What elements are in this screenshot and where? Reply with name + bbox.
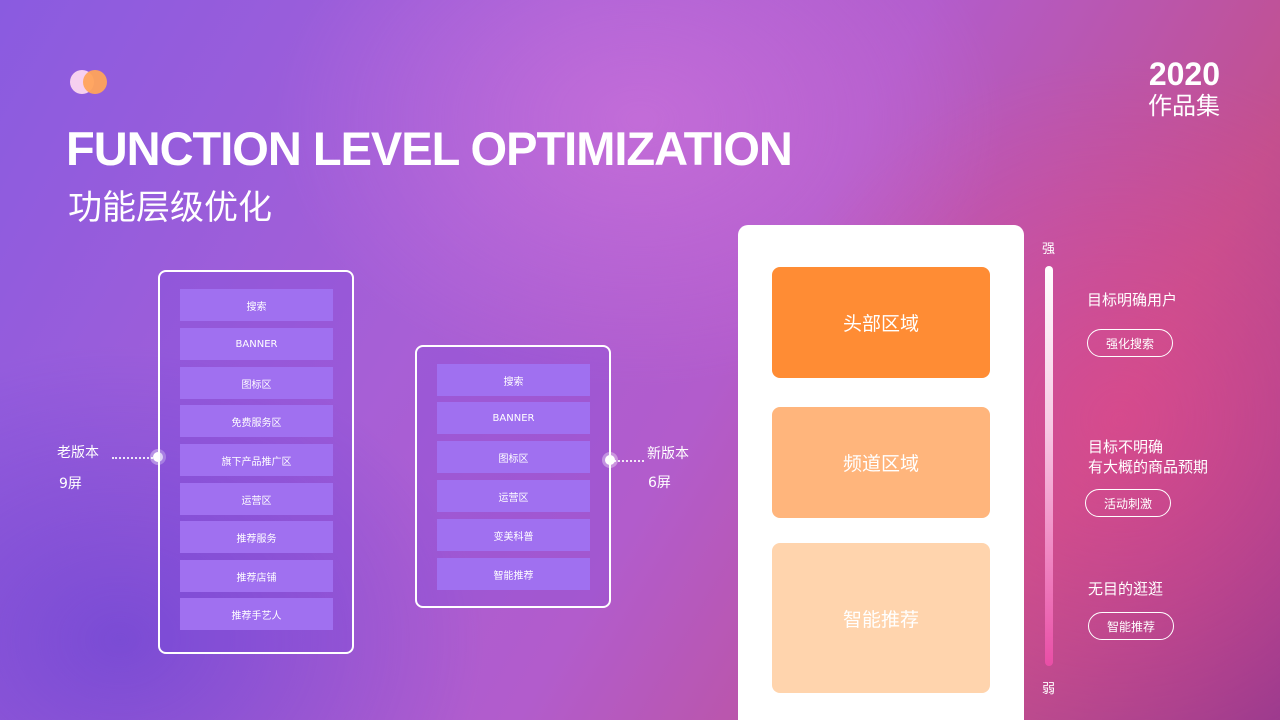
portfolio-badge: 2020 作品集 bbox=[1148, 56, 1220, 120]
recommend-zone: 智能推荐 bbox=[772, 543, 990, 693]
user-type-3: 无目的逛逛 bbox=[1088, 580, 1164, 598]
old-item: 搜索 bbox=[180, 289, 333, 321]
activity-pill: 活动刺激 bbox=[1085, 489, 1171, 517]
new-version-frame: 搜索 BANNER 图标区 运营区 变美科普 智能推荐 bbox=[415, 345, 611, 608]
old-item: 推荐手艺人 bbox=[180, 598, 333, 630]
page-title: FUNCTION LEVEL OPTIMIZATION bbox=[66, 122, 793, 175]
smart-recommend-pill: 智能推荐 bbox=[1088, 612, 1174, 640]
old-item: 免费服务区 bbox=[180, 405, 333, 437]
zone-panel: 头部区域 频道区域 智能推荐 bbox=[738, 225, 1024, 720]
old-version-connector bbox=[112, 457, 156, 459]
new-item: 图标区 bbox=[437, 441, 590, 473]
new-item: 运营区 bbox=[437, 480, 590, 512]
page-subtitle: 功能层级优化 bbox=[68, 188, 272, 228]
year-label: 2020 bbox=[1148, 56, 1220, 92]
scale-strong-label: 强 bbox=[1042, 242, 1056, 257]
new-version-dot bbox=[605, 455, 615, 465]
collection-label: 作品集 bbox=[1148, 92, 1220, 120]
channel-zone: 频道区域 bbox=[772, 407, 990, 518]
new-version-connector bbox=[614, 460, 644, 462]
new-item: 变美科普 bbox=[437, 519, 590, 551]
header-zone: 头部区域 bbox=[772, 267, 990, 378]
old-item: BANNER bbox=[180, 328, 333, 360]
new-version-screens: 6屏 bbox=[648, 475, 671, 491]
old-item: 图标区 bbox=[180, 367, 333, 399]
old-item: 推荐店铺 bbox=[180, 560, 333, 592]
user-type-2-line2: 有大概的商品预期 bbox=[1088, 458, 1209, 476]
old-item: 推荐服务 bbox=[180, 521, 333, 553]
old-version-frame: 搜索 BANNER 图标区 免费服务区 旗下产品推广区 运营区 推荐服务 推荐店… bbox=[158, 270, 354, 654]
new-item: 智能推荐 bbox=[437, 558, 590, 590]
old-item: 运营区 bbox=[180, 483, 333, 515]
new-item: 搜索 bbox=[437, 364, 590, 396]
user-type-2-line1: 目标不明确 bbox=[1088, 438, 1164, 456]
logo-circle-orange bbox=[83, 70, 107, 94]
new-version-label: 新版本 bbox=[647, 446, 689, 462]
scale-weak-label: 弱 bbox=[1042, 682, 1056, 697]
old-version-label: 老版本 bbox=[57, 445, 99, 461]
new-item: BANNER bbox=[437, 402, 590, 434]
intensity-scale-bar bbox=[1045, 266, 1053, 666]
logo bbox=[70, 68, 110, 96]
old-version-screens: 9屏 bbox=[59, 476, 82, 492]
user-type-1: 目标明确用户 bbox=[1087, 291, 1178, 309]
strengthen-search-pill: 强化搜索 bbox=[1087, 329, 1173, 357]
old-item: 旗下产品推广区 bbox=[180, 444, 333, 476]
